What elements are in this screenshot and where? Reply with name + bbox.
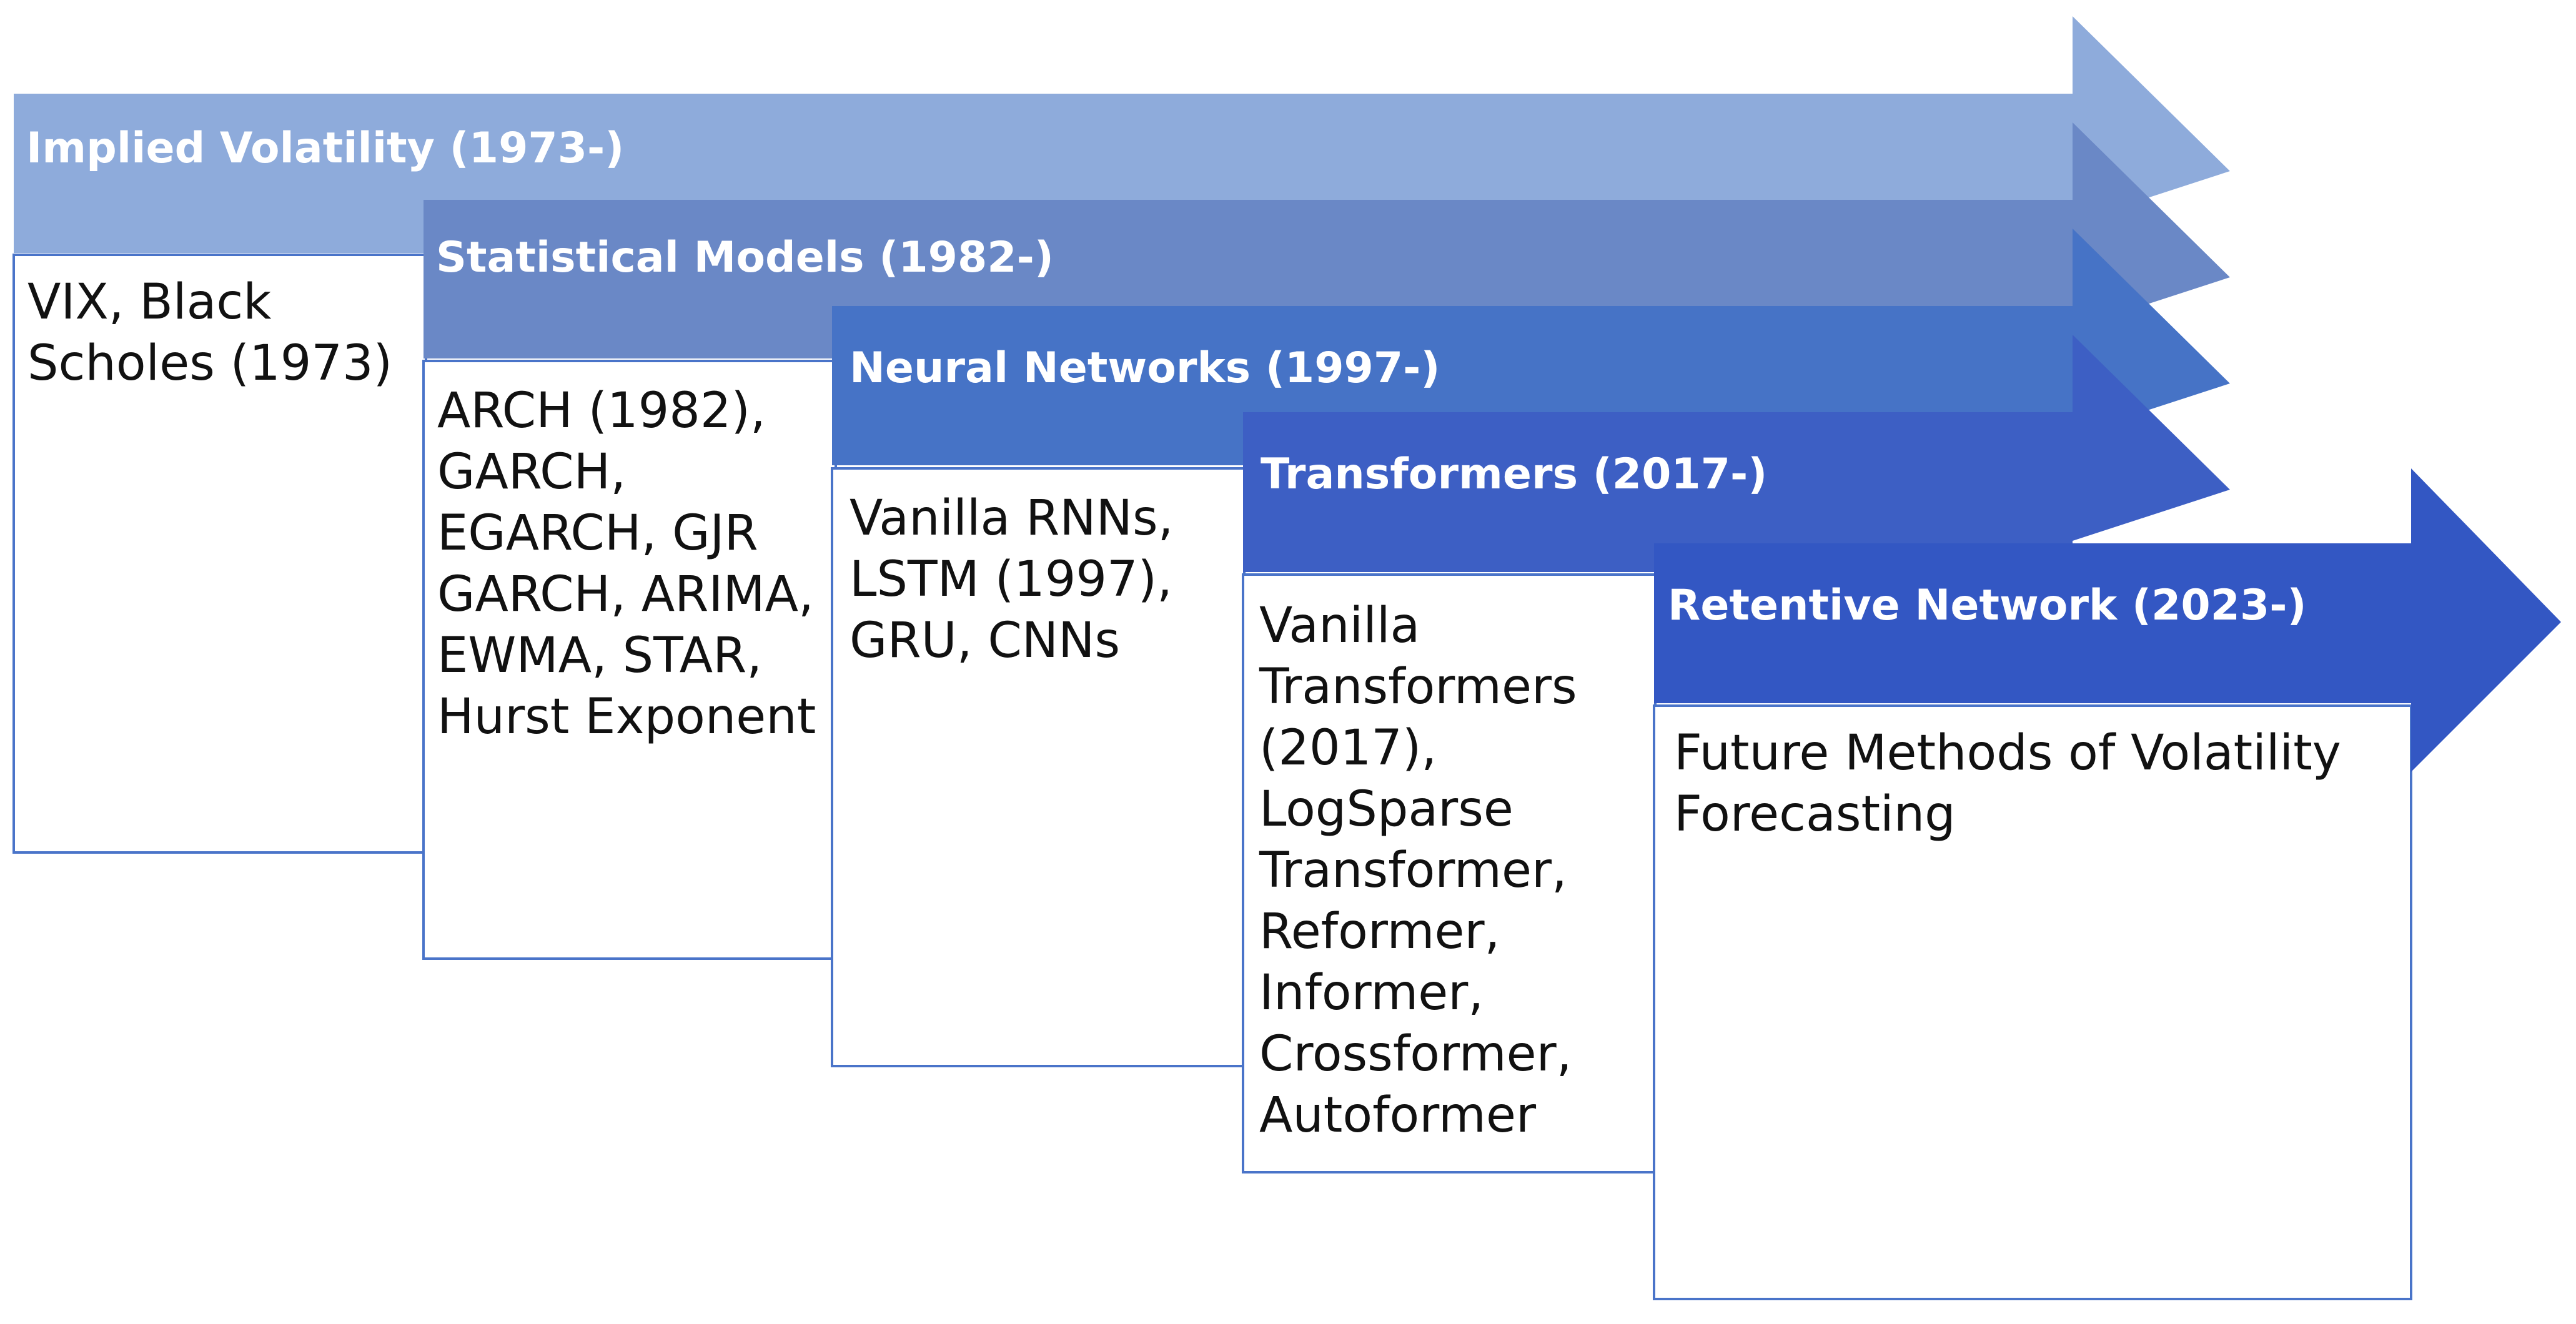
stage-item-line: Hurst Exponent <box>437 689 816 745</box>
stage-item-line: Transformer, <box>1259 842 1567 899</box>
stage-transformers: Transformers (2017-) Vanilla Transformer… <box>1242 335 2230 1173</box>
stage-arrow-retentive-network <box>1654 468 2561 772</box>
stage-arrow-implied-volatility <box>14 16 2230 253</box>
stage-title-retentive-network: Retentive Network (2023-) <box>1668 581 2307 630</box>
stage-arrow-transformers <box>1243 335 2230 572</box>
stage-arrow-neural-networks <box>832 229 2230 465</box>
stage-box-implied-volatility <box>12 254 427 854</box>
stage-arrow-statistical-models <box>424 122 2230 358</box>
stage-item-line: Forecasting <box>1674 786 1956 842</box>
stage-box-transformers <box>1242 573 1657 1173</box>
stage-item-line: Crossformer, <box>1259 1026 1572 1082</box>
stage-item-line: GARCH, ARIMA, <box>437 566 814 623</box>
stage-item-line: Autoformer <box>1259 1087 1537 1144</box>
stage-box-statistical-models <box>422 360 837 960</box>
stage-item-line: VIX, Black <box>27 274 271 330</box>
stage-retentive-network: Retentive Network (2023-) Future Methods… <box>1653 468 2561 1300</box>
stage-box-neural-networks <box>831 467 1246 1067</box>
stage-item-line: Future Methods of Volatility <box>1674 725 2341 781</box>
stage-title-implied-volatility: Implied Volatility (1973-) <box>26 124 624 173</box>
stage-item-line: GRU, CNNs <box>850 613 1120 669</box>
stage-item-line: ARCH (1982), <box>437 383 766 439</box>
stage-item-line: GARCH, <box>437 444 626 500</box>
stage-item-line: Scholes (1973) <box>27 335 392 392</box>
stage-title-transformers: Transformers (2017-) <box>1261 450 1767 499</box>
stage-item-line: LogSparse <box>1259 781 1513 837</box>
stage-item-line: Reformer, <box>1259 904 1500 960</box>
stage-item-line: Informer, <box>1259 965 1484 1021</box>
stage-item-line: (2017), <box>1259 720 1437 776</box>
stage-neural-networks: Neural Networks (1997-) Vanilla RNNs, LS… <box>831 229 2230 1067</box>
stage-item-line: EGARCH, GJR <box>437 505 758 561</box>
stage-title-neural-networks: Neural Networks (1997-) <box>850 343 1440 393</box>
stage-item-line: EWMA, STAR, <box>437 628 762 684</box>
stage-box-retentive-network <box>1653 704 2412 1300</box>
stage-implied-volatility: Implied Volatility (1973-) VIX, Black Sc… <box>12 16 2230 854</box>
stage-item-line: Vanilla <box>1259 598 1420 654</box>
stage-item-line: LSTM (1997), <box>850 551 1172 608</box>
stage-item-line: Vanilla RNNs, <box>850 490 1173 546</box>
stage-title-statistical-models: Statistical Models (1982-) <box>436 233 1054 282</box>
stage-statistical-models: Statistical Models (1982-) ARCH (1982), … <box>422 122 2230 960</box>
stage-item-line: Transformers <box>1259 659 1577 715</box>
